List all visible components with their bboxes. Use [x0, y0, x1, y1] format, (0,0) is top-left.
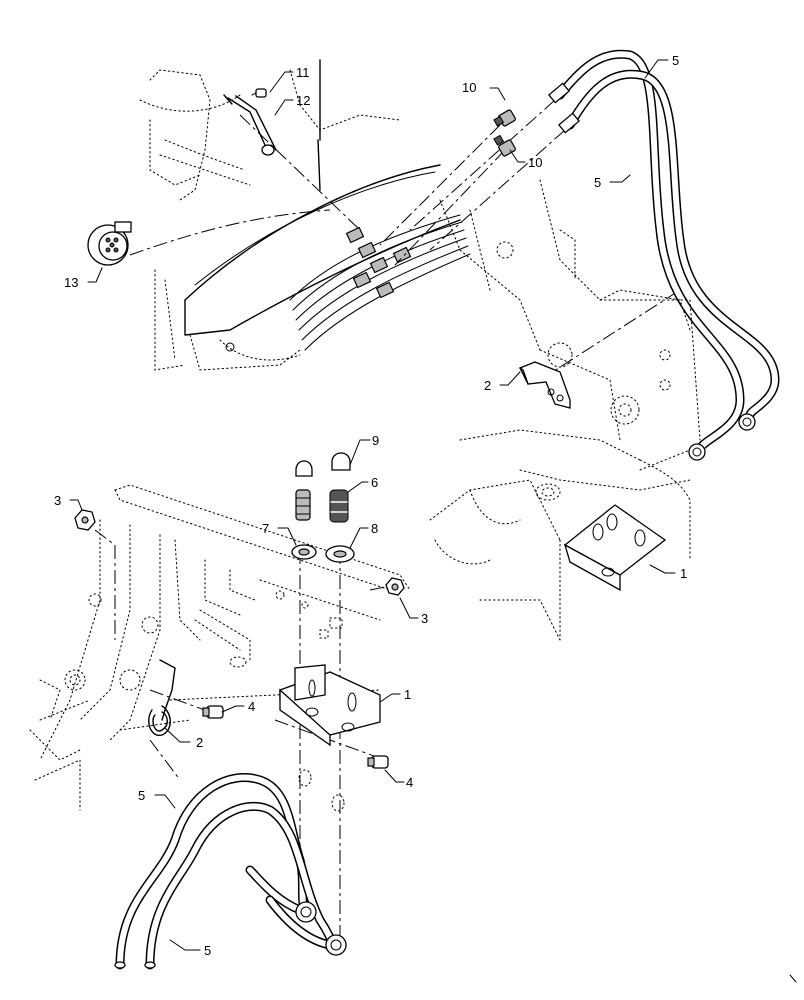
part-10-fittings — [493, 109, 516, 157]
callout-7: 7 — [262, 521, 269, 536]
part-7-8-nuts — [291, 544, 355, 563]
loader-frame-upper — [129, 59, 681, 381]
part-2-bracket-lower — [148, 659, 176, 736]
loader-arms-lower — [29, 484, 411, 811]
loader-frame-right — [429, 179, 701, 641]
callout-11: 11 — [296, 65, 310, 80]
callout-leaders — [69, 59, 676, 951]
part-5-hoses-lower — [114, 773, 347, 970]
callout-4-left: 4 — [248, 699, 255, 714]
callout-1-right: 1 — [680, 566, 687, 581]
part-12-bracket — [223, 94, 277, 156]
callout-12: 12 — [296, 93, 310, 108]
part-4-bolts — [202, 705, 389, 769]
part-13-connector — [87, 221, 132, 266]
callout-1-lower: 1 — [404, 687, 411, 702]
callout-2-lower: 2 — [196, 735, 203, 750]
callout-3-left: 3 — [54, 493, 61, 508]
callout-8: 8 — [371, 521, 378, 536]
callout-13: 13 — [64, 275, 78, 290]
part-1-bracket-lower — [279, 664, 381, 747]
callout-labels: 11 12 10 10 5 5 13 2 1 9 6 3 7 8 3 1 4 2… — [54, 53, 687, 958]
callout-5-mid: 5 — [594, 175, 601, 190]
callout-6: 6 — [371, 475, 378, 490]
corner-mark — [789, 974, 797, 983]
part-3-nuts — [74, 509, 405, 596]
callout-3-right: 3 — [421, 611, 428, 626]
part-6-couplers — [295, 489, 349, 523]
callout-10-upper: 10 — [462, 80, 476, 95]
callout-10-lower: 10 — [528, 155, 542, 170]
leader-lines-lower — [94, 529, 396, 935]
part-9-caps — [295, 452, 351, 477]
callout-9: 9 — [372, 433, 379, 448]
part-11-screw — [251, 88, 267, 98]
bundle-fittings — [345, 226, 412, 299]
part-1-bracket-right — [563, 504, 667, 592]
part-5-hoses-upper — [547, 49, 780, 461]
callout-4-right: 4 — [406, 775, 413, 790]
callout-5-lower-upper: 5 — [138, 788, 145, 803]
callout-2-upper: 2 — [484, 378, 491, 393]
callout-5-lower-bottom: 5 — [204, 943, 211, 958]
part-2-bracket-upper — [519, 361, 571, 409]
callout-5-top: 5 — [672, 53, 679, 68]
